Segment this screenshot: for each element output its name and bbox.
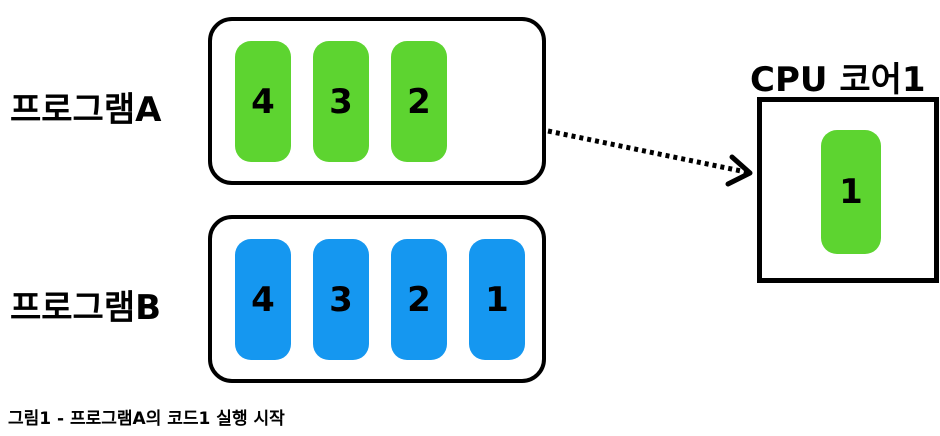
program-b-code-3: 3 — [313, 239, 369, 360]
program-b-code-4: 4 — [235, 239, 291, 360]
cpu-core-title: CPU 코어1 — [750, 60, 926, 100]
program-a-label: 프로그램A — [10, 90, 162, 130]
figure-caption: 그림1 - 프로그램A의 코드1 실행 시작 — [8, 409, 285, 429]
cpu-core-box: 1 — [757, 97, 939, 283]
program-a-box: 4 3 2 — [208, 17, 546, 185]
cpu-running-code: 1 — [821, 130, 881, 254]
program-a-code-4: 4 — [235, 41, 291, 162]
program-b-label: 프로그램B — [10, 288, 162, 328]
program-a-code-2: 2 — [391, 41, 447, 162]
dispatch-arrow-line — [547, 128, 747, 175]
program-b-box: 4 3 2 1 — [208, 215, 546, 383]
program-b-code-1: 1 — [469, 239, 525, 360]
program-a-code-3: 3 — [313, 41, 369, 162]
dispatch-arrow-head — [725, 154, 753, 187]
program-b-code-2: 2 — [391, 239, 447, 360]
